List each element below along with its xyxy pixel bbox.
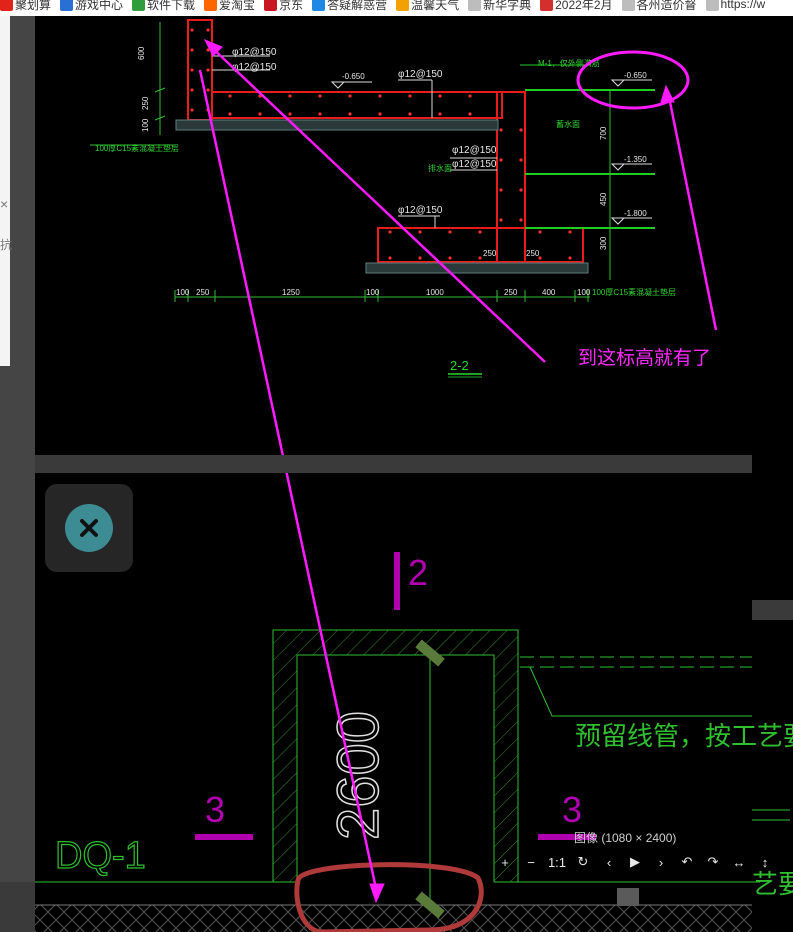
dim-bottom: 1000 (426, 288, 444, 297)
bookmark-item[interactable]: 答疑解惑营 (312, 0, 387, 12)
dim-bottom: 250 (504, 288, 518, 297)
rebar-label: φ12@150 (398, 69, 443, 80)
rebar-label: φ12@150 (232, 62, 277, 73)
bookmark-item[interactable]: 软件下载 (132, 0, 195, 12)
bookmark-item[interactable]: 2022年2月 (540, 0, 613, 12)
bookmark-item[interactable]: 游戏中心 (60, 0, 123, 12)
rotate-left-button[interactable]: ↶ (681, 854, 693, 869)
fit-width-button[interactable]: ↔ (732, 854, 746, 870)
annotation-text: 到这标高就有了 (578, 348, 712, 369)
bookmark-label: 京东 (279, 0, 304, 12)
bookmark-label: 新华字典 (483, 0, 532, 12)
close-icon[interactable]: × (0, 196, 9, 212)
elevation-label: -0.650 (342, 72, 365, 81)
plan-label: DQ-1 (55, 835, 146, 877)
sidebar-text: 抗 (0, 238, 13, 252)
page-icon (468, 0, 482, 11)
image-viewer[interactable]: φ12@150 φ12@150 φ12@150 φ12@150 φ12@150 … (35, 16, 793, 932)
close-icon (65, 504, 113, 552)
section-mark: 3 (562, 789, 582, 830)
elevation-label: -0.650 (624, 71, 647, 80)
bookmark-label: 答疑解惑营 (327, 0, 388, 12)
rebar-label: φ12@150 (232, 47, 277, 58)
rotate-right-button[interactable]: ↷ (707, 854, 719, 869)
dim-bottom: 1250 (282, 288, 300, 297)
note-bedding-left: 100厚C15素混凝土垫层 (95, 143, 179, 153)
bookmarks-bar: 聚划算 游戏中心 软件下载 爱淘宝 京东 答疑解惑营 温馨天气 新华字典 2022年2月 各州造价… (0, 0, 793, 17)
viewer-toolbar: + −1:1 ↻ ‹ ▶ › ↶ ↷ ↔ ↕ (492, 852, 778, 872)
bookmark-item[interactable]: 各州造价督 (621, 0, 697, 12)
bookmark-item[interactable]: https://w (705, 0, 766, 12)
close-viewer-button[interactable] (45, 484, 133, 572)
zoom-in-button[interactable]: + (501, 854, 509, 870)
room-label: 排水面 (428, 163, 452, 173)
bookmark-item[interactable]: 温馨天气 (396, 0, 459, 12)
dim-bottom: 100 (176, 288, 190, 297)
dim-bottom: 100 (577, 288, 591, 297)
bookmark-label: 软件下载 (147, 0, 196, 12)
section-mark: 3 (205, 789, 225, 830)
section-2-2-drawing: φ12@150 φ12@150 φ12@150 φ12@150 φ12@150 … (90, 19, 676, 378)
image-info: 图像 (1080 × 2400) (574, 831, 677, 845)
bookmark-item[interactable]: 京东 (264, 0, 303, 12)
bookmark-label: 2022年2月 (555, 0, 613, 12)
rebar-label: φ12@150 (398, 205, 443, 216)
calendar-icon (540, 0, 554, 11)
zoom-out-button[interactable]: − (527, 854, 535, 870)
section-mark: 2 (408, 552, 428, 593)
fit-height-button[interactable]: ↕ (761, 854, 769, 870)
play-button[interactable]: ▶ (630, 854, 640, 869)
jd-icon (264, 0, 278, 11)
bookmark-label: 聚划算 (15, 0, 52, 12)
taobao-icon (204, 0, 218, 11)
dim-bottom: 250 (196, 288, 210, 297)
bookmark-item[interactable]: 爱淘宝 (204, 0, 255, 12)
bookmark-label: 温馨天气 (411, 0, 460, 12)
left-sidebar-strip: × 抗 (0, 16, 13, 366)
bookmark-label: 游戏中心 (75, 0, 124, 12)
question-icon (312, 0, 326, 11)
dim-right: 450 (599, 192, 608, 206)
room-label: 蓄水面 (556, 119, 580, 129)
bookmark-label: https://w (720, 0, 766, 11)
next-button[interactable]: › (658, 854, 664, 870)
markup-annotations (198, 39, 718, 932)
weather-icon (396, 0, 410, 11)
download-icon (132, 0, 146, 11)
dim-left: 100 (141, 118, 150, 132)
dim-bottom: 100 (366, 288, 380, 297)
inner-dim: 250 (526, 249, 540, 258)
page-icon (705, 0, 719, 11)
dim-right: 700 (599, 126, 608, 140)
rebar-label: φ12@150 (452, 145, 497, 156)
dim-left: 250 (141, 96, 150, 110)
height-dim: 2600 (326, 711, 391, 840)
dim-bottom: 400 (542, 288, 556, 297)
elevation-label: -1.350 (624, 155, 647, 164)
left-bottom-bar (0, 882, 35, 932)
edge-text: 艺要 (752, 869, 793, 899)
red-tag-icon (0, 0, 13, 11)
dim-left: 600 (137, 46, 146, 60)
game-icon (60, 0, 74, 11)
plan-drawing: 2 3 3 2600 预留线管，按工艺要 DQ-1 艺要 (35, 552, 793, 932)
bookmark-item[interactable]: 新华字典 (468, 0, 531, 12)
refresh-button[interactable]: ↻ (577, 854, 589, 869)
rebar-label: φ12@150 (452, 159, 497, 170)
bookmark-item[interactable]: 聚划算 (0, 0, 51, 12)
page-icon (621, 0, 635, 11)
prev-button[interactable]: ‹ (606, 854, 612, 870)
note-m1: M-1，仅外侧满筋 (538, 58, 600, 68)
note-bedding-right: 100厚C15素混凝土垫层 (592, 287, 676, 297)
elevation-label: -1.800 (624, 209, 647, 218)
cad-drawing: φ12@150 φ12@150 φ12@150 φ12@150 φ12@150 … (35, 19, 793, 932)
image-divider (35, 455, 752, 473)
bookmark-label: 爱淘宝 (219, 0, 256, 12)
dim-right: 300 (599, 236, 608, 250)
note-conduit: 预留线管，按工艺要 (575, 721, 793, 751)
section-title: 2-2 (450, 358, 469, 373)
inner-dim: 250 (483, 249, 497, 258)
bookmark-label: 各州造价督 (636, 0, 697, 12)
actual-size-button[interactable]: 1:1 (547, 854, 567, 870)
